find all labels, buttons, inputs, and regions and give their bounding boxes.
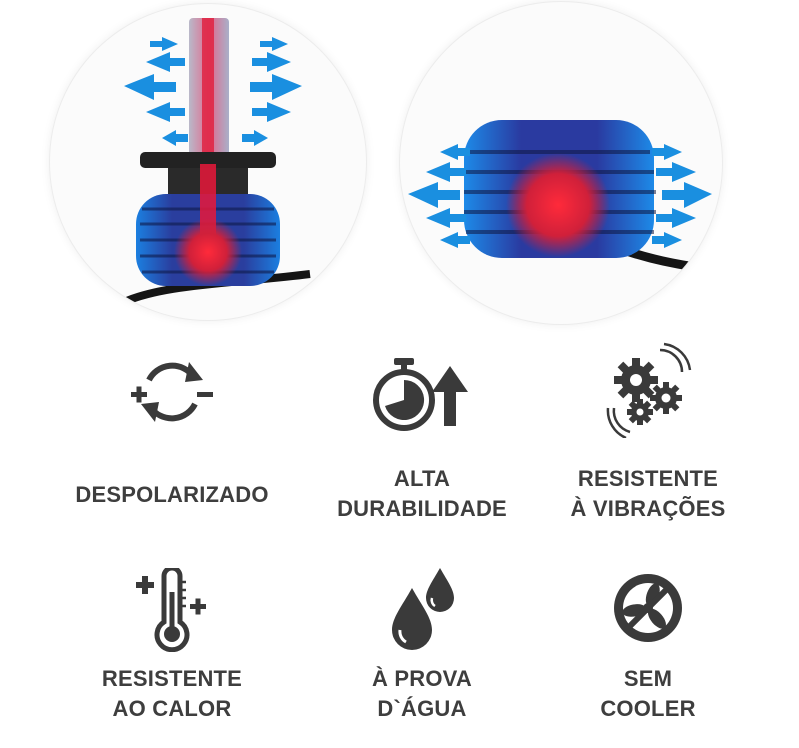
feature-despolarizado: DESPOLARIZADO [42, 348, 302, 528]
feature-resistente-calor: RESISTENTE AO CALOR [42, 562, 302, 742]
led-bulb-image [50, 4, 366, 320]
stopwatch-up-arrow-icon [373, 358, 468, 431]
feature-resistente-vibracoes: RESISTENTE À VIBRAÇÕES [518, 340, 778, 530]
feature-label-line: RESISTENTE [577, 466, 719, 491]
led-bulb-illustration [118, 18, 311, 308]
gears-vibration-icon [606, 342, 692, 438]
feature-label: RESISTENTE AO CALOR [42, 664, 302, 724]
feature-label: DESPOLARIZADO [42, 480, 302, 510]
feature-label-line: DURABILIDADE [337, 496, 507, 521]
feature-label: ALTA DURABILIDADE [292, 464, 552, 524]
no-fan-icon [614, 574, 682, 642]
feature-label-line: AO CALOR [112, 696, 232, 721]
feature-label-line: ALTA [393, 466, 451, 491]
led-base-illustration [408, 120, 721, 275]
feature-sem-cooler: SEM COOLER [518, 562, 778, 742]
feature-label-line: SEM [623, 666, 673, 691]
thermometer-plus-icon [136, 568, 206, 652]
feature-prova-agua: À PROVA D`ÁGUA [292, 562, 552, 742]
feature-label: RESISTENTE À VIBRAÇÕES [518, 464, 778, 524]
feature-label-line: À PROVA [371, 666, 472, 691]
feature-label-line: COOLER [600, 696, 696, 721]
feature-label: À PROVA D`ÁGUA [292, 664, 552, 724]
feature-label-line: DESPOLARIZADO [75, 482, 269, 507]
feature-label-line: D`ÁGUA [377, 696, 467, 721]
led-base-image [400, 2, 722, 324]
feature-alta-durabilidade: ALTA DURABILIDADE [292, 348, 552, 528]
feature-label: SEM COOLER [518, 664, 778, 724]
water-drops-icon [392, 568, 454, 650]
feature-label-line: RESISTENTE [101, 666, 243, 691]
rotate-plus-minus-icon [131, 362, 213, 422]
feature-label-line: À VIBRAÇÕES [570, 496, 726, 521]
